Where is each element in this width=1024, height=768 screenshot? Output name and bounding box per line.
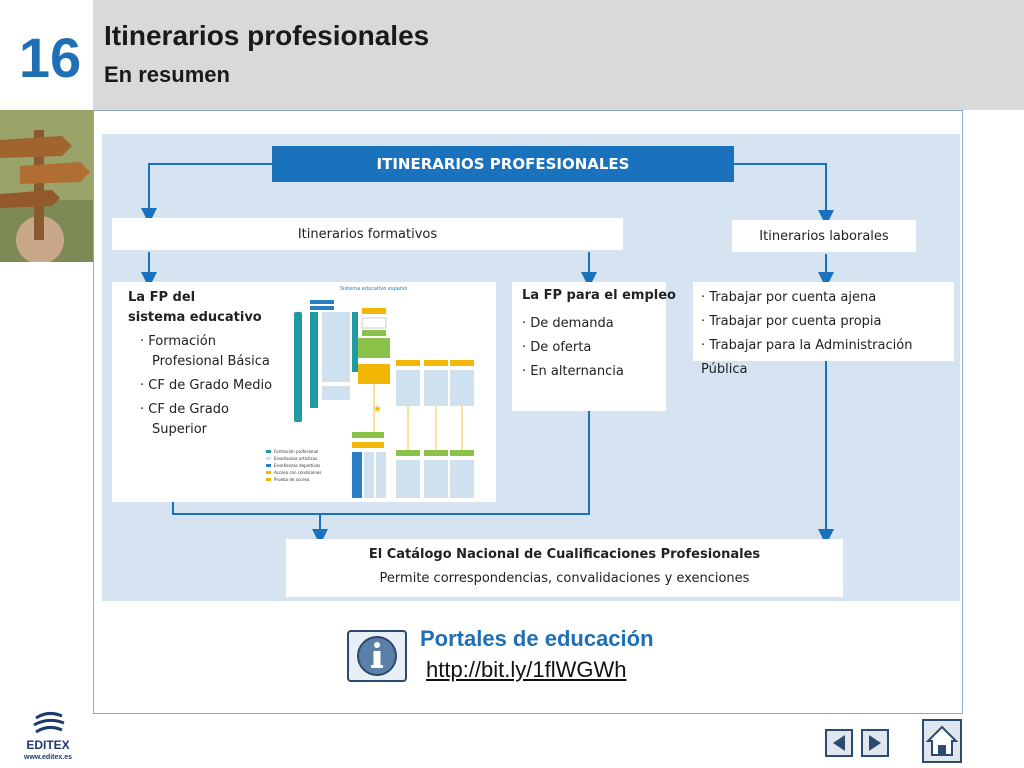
itinerarios-formativos-box: Itinerarios formativos <box>112 218 623 250</box>
list-item: · Trabajar por cuenta propia <box>701 314 882 329</box>
list-item: · De oferta <box>522 340 592 355</box>
next-button[interactable] <box>861 729 889 757</box>
slide-title: Itinerarios profesionales <box>104 20 430 51</box>
prev-button[interactable] <box>825 729 853 757</box>
laborales-list: · Trabajar por cuenta ajena · Trabajar p… <box>701 286 954 382</box>
fp-sistema-list: · Formación Profesional Básica · CF de G… <box>140 332 300 444</box>
catalogo-box: El Catálogo Nacional de Cualificaciones … <box>286 539 843 597</box>
list-item: Superior <box>152 422 207 437</box>
list-item: · Trabajar para la Administración Públic… <box>701 338 913 377</box>
fp-sistema-title: La FP del sistema educativo <box>128 288 288 328</box>
sistema-educativo-mini-chart: Sistema educativo español ★ Formación pr… <box>266 286 474 498</box>
header-band <box>93 0 1024 110</box>
catalogo-title: El Catálogo Nacional de Cualificaciones … <box>368 547 761 562</box>
list-item: · De demanda <box>522 316 614 331</box>
mini-legend-item: Formación profesional <box>274 449 318 454</box>
editex-brand: EDITEX <box>26 738 70 752</box>
list-item: · Formación <box>140 334 216 349</box>
portal-title: Portales de educación <box>420 626 654 651</box>
portal-link[interactable]: http://bit.ly/1flWGWh <box>426 657 627 682</box>
list-item: · En alternancia <box>522 364 624 379</box>
home-button[interactable] <box>922 719 962 763</box>
mini-legend-item: Prueba de acceso <box>274 477 310 482</box>
info-icon[interactable] <box>347 630 407 682</box>
itinerarios-banner: ITINERARIOS PROFESIONALES <box>272 146 734 182</box>
catalogo-text: Permite correspondencias, convalidacione… <box>379 571 750 586</box>
slide-subtitle: En resumen <box>104 62 230 87</box>
fp-empleo-title: La FP para el empleo <box>522 288 676 303</box>
slide-number: 16 <box>18 26 82 89</box>
itinerarios-laborales-box: Itinerarios laborales <box>732 220 916 252</box>
fp-sistema-title-line1: La FP del <box>128 290 196 305</box>
next-arrow-icon <box>861 729 889 757</box>
laborales-list-box: · Trabajar por cuenta ajena · Trabajar p… <box>693 282 954 377</box>
fp-empleo-box: La FP para el empleo · De demanda · De o… <box>512 282 676 411</box>
list-item: · Trabajar por cuenta ajena <box>701 290 877 305</box>
fp-empleo-list: · De demanda · De oferta · En alternanci… <box>522 312 624 384</box>
home-icon <box>922 719 962 763</box>
list-item: · CF de Grado <box>140 402 229 417</box>
mini-legend-item: Enseñanzas artísticas <box>274 456 317 461</box>
fp-sistema-title-line2: sistema educativo <box>128 310 262 325</box>
editex-url: www.editex.es <box>24 754 72 761</box>
mini-legend-item: Acceso con condiciones <box>274 470 321 475</box>
svg-text:★: ★ <box>373 404 382 415</box>
mini-chart-title: Sistema educativo español <box>340 286 407 292</box>
signpost-photo <box>0 110 93 262</box>
editex-logo: EDITEX www.editex.es <box>18 710 78 768</box>
mini-legend-item: Enseñanzas deportivas <box>274 463 320 468</box>
list-item: Profesional Básica <box>152 354 270 369</box>
list-item: · CF de Grado Medio <box>140 378 273 393</box>
prev-arrow-icon <box>825 729 853 757</box>
